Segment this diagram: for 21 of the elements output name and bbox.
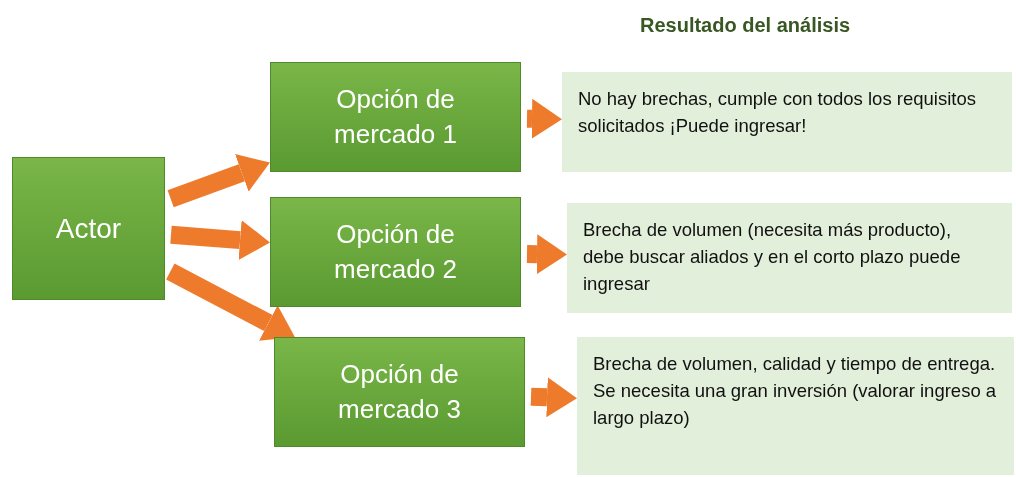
option-box bbox=[270, 197, 521, 307]
node-text: Brecha de volumen (necesita más producto), debe buscar aliados y en el corto plazo puede ingresar bbox=[583, 218, 962, 296]
option-box bbox=[270, 62, 521, 172]
result-box bbox=[562, 72, 1012, 172]
node-text: Opción de mercado 1 bbox=[333, 82, 458, 151]
node-text: Actor bbox=[55, 211, 122, 246]
node-text: Opción de mercado 2 bbox=[333, 217, 458, 286]
result-box bbox=[577, 337, 1014, 475]
block-arrow bbox=[166, 263, 295, 341]
node-text: Brecha de volumen, calidad y tiempo de entrega. Se necesita una gran inversión (valorar ingreso a largo plazo) bbox=[593, 352, 998, 430]
node-text: Opción de mercado 3 bbox=[337, 357, 462, 426]
block-arrow bbox=[526, 234, 567, 275]
block-arrow bbox=[530, 377, 577, 418]
block-arrow bbox=[170, 220, 270, 261]
block-arrow bbox=[167, 154, 270, 208]
result-box bbox=[567, 203, 1012, 313]
block-arrow bbox=[526, 98, 562, 139]
node-text: No hay brechas, cumple con todos los requisitos solicitados ¡Puede ingresar! bbox=[578, 87, 977, 138]
option-box bbox=[274, 337, 525, 447]
actor-box bbox=[12, 157, 165, 300]
title: Resultado del análisis bbox=[640, 14, 852, 37]
